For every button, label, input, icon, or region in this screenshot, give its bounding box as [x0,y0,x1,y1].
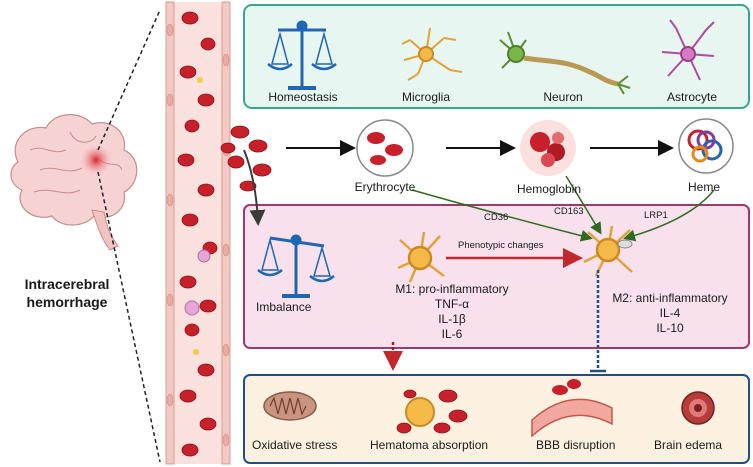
label-astrocyte: Astrocyte [666,90,717,104]
zoom-line-top [97,9,161,151]
m2-microglia-icon [583,225,633,277]
brain-illustration [10,114,138,251]
arrow-cd163 [565,175,602,235]
erythrocyte-icon [356,119,414,177]
label-imbalance: Imbalance [256,300,312,314]
label-hemoglobin: Hemoglobin [516,182,582,196]
label-m2-il10: IL-10 [656,321,684,335]
top-panel [243,4,750,109]
label-neuron: Neuron [543,90,583,104]
label-m2-title: M2: anti-inflammatory [612,291,728,305]
label-erythrocyte: Erythrocyte [354,180,416,194]
label-m1-il6: IL-6 [441,327,463,341]
heme-icon [678,118,734,174]
label-bbb-disruption: BBB disruption [536,438,616,452]
title-line-1: Intracerebral [24,276,110,292]
m1-microglia-icon [397,231,445,283]
label-m1-title: M1: pro-inflammatory [395,282,509,296]
zoom-line-bottom [97,171,161,463]
title-line-2: hemorrhage [26,294,108,310]
label-microglia: Microglia [401,90,450,104]
label-cd163: CD163 [554,206,584,217]
label-brain-edema: Brain edema [654,438,723,452]
astrocyte-icon [661,19,715,81]
m2-inhibits-line [590,270,606,373]
label-phenotypic-changes: Phenotypic changes [458,240,544,251]
blood-vessel [165,1,231,465]
label-oxidative-stress: Oxidative stress [252,438,338,452]
brain-edema-icon [681,391,715,425]
label-m2-il4: IL-4 [659,306,681,320]
arrow-vessel-to-imbalance [243,149,266,226]
neuron-icon [499,31,631,95]
scale-icon-imbalance [257,234,335,298]
label-lrp1: LRP1 [644,210,668,221]
hematoma-icon [396,389,468,434]
label-heme: Heme [687,180,720,194]
label-m1-il1b: IL-1β [438,312,466,326]
arrow-cd36 [411,189,593,242]
rbc-leak-cluster [220,125,272,192]
hemoglobin-icon [520,120,576,176]
label-m1-tnf: TNF-α [434,297,470,311]
bottom-panel [243,374,750,464]
microglia-icon [401,27,463,81]
label-hematoma-absorption: Hematoma absorption [370,438,489,452]
label-cd36: CD36 [484,212,509,223]
mitochondrion-icon [263,391,317,421]
bbb-disruption-icon [531,379,613,438]
label-homeostasis: Homeostasis [268,90,338,104]
arrow-lrp1 [623,189,715,242]
scale-icon-homeostasis [267,20,337,90]
